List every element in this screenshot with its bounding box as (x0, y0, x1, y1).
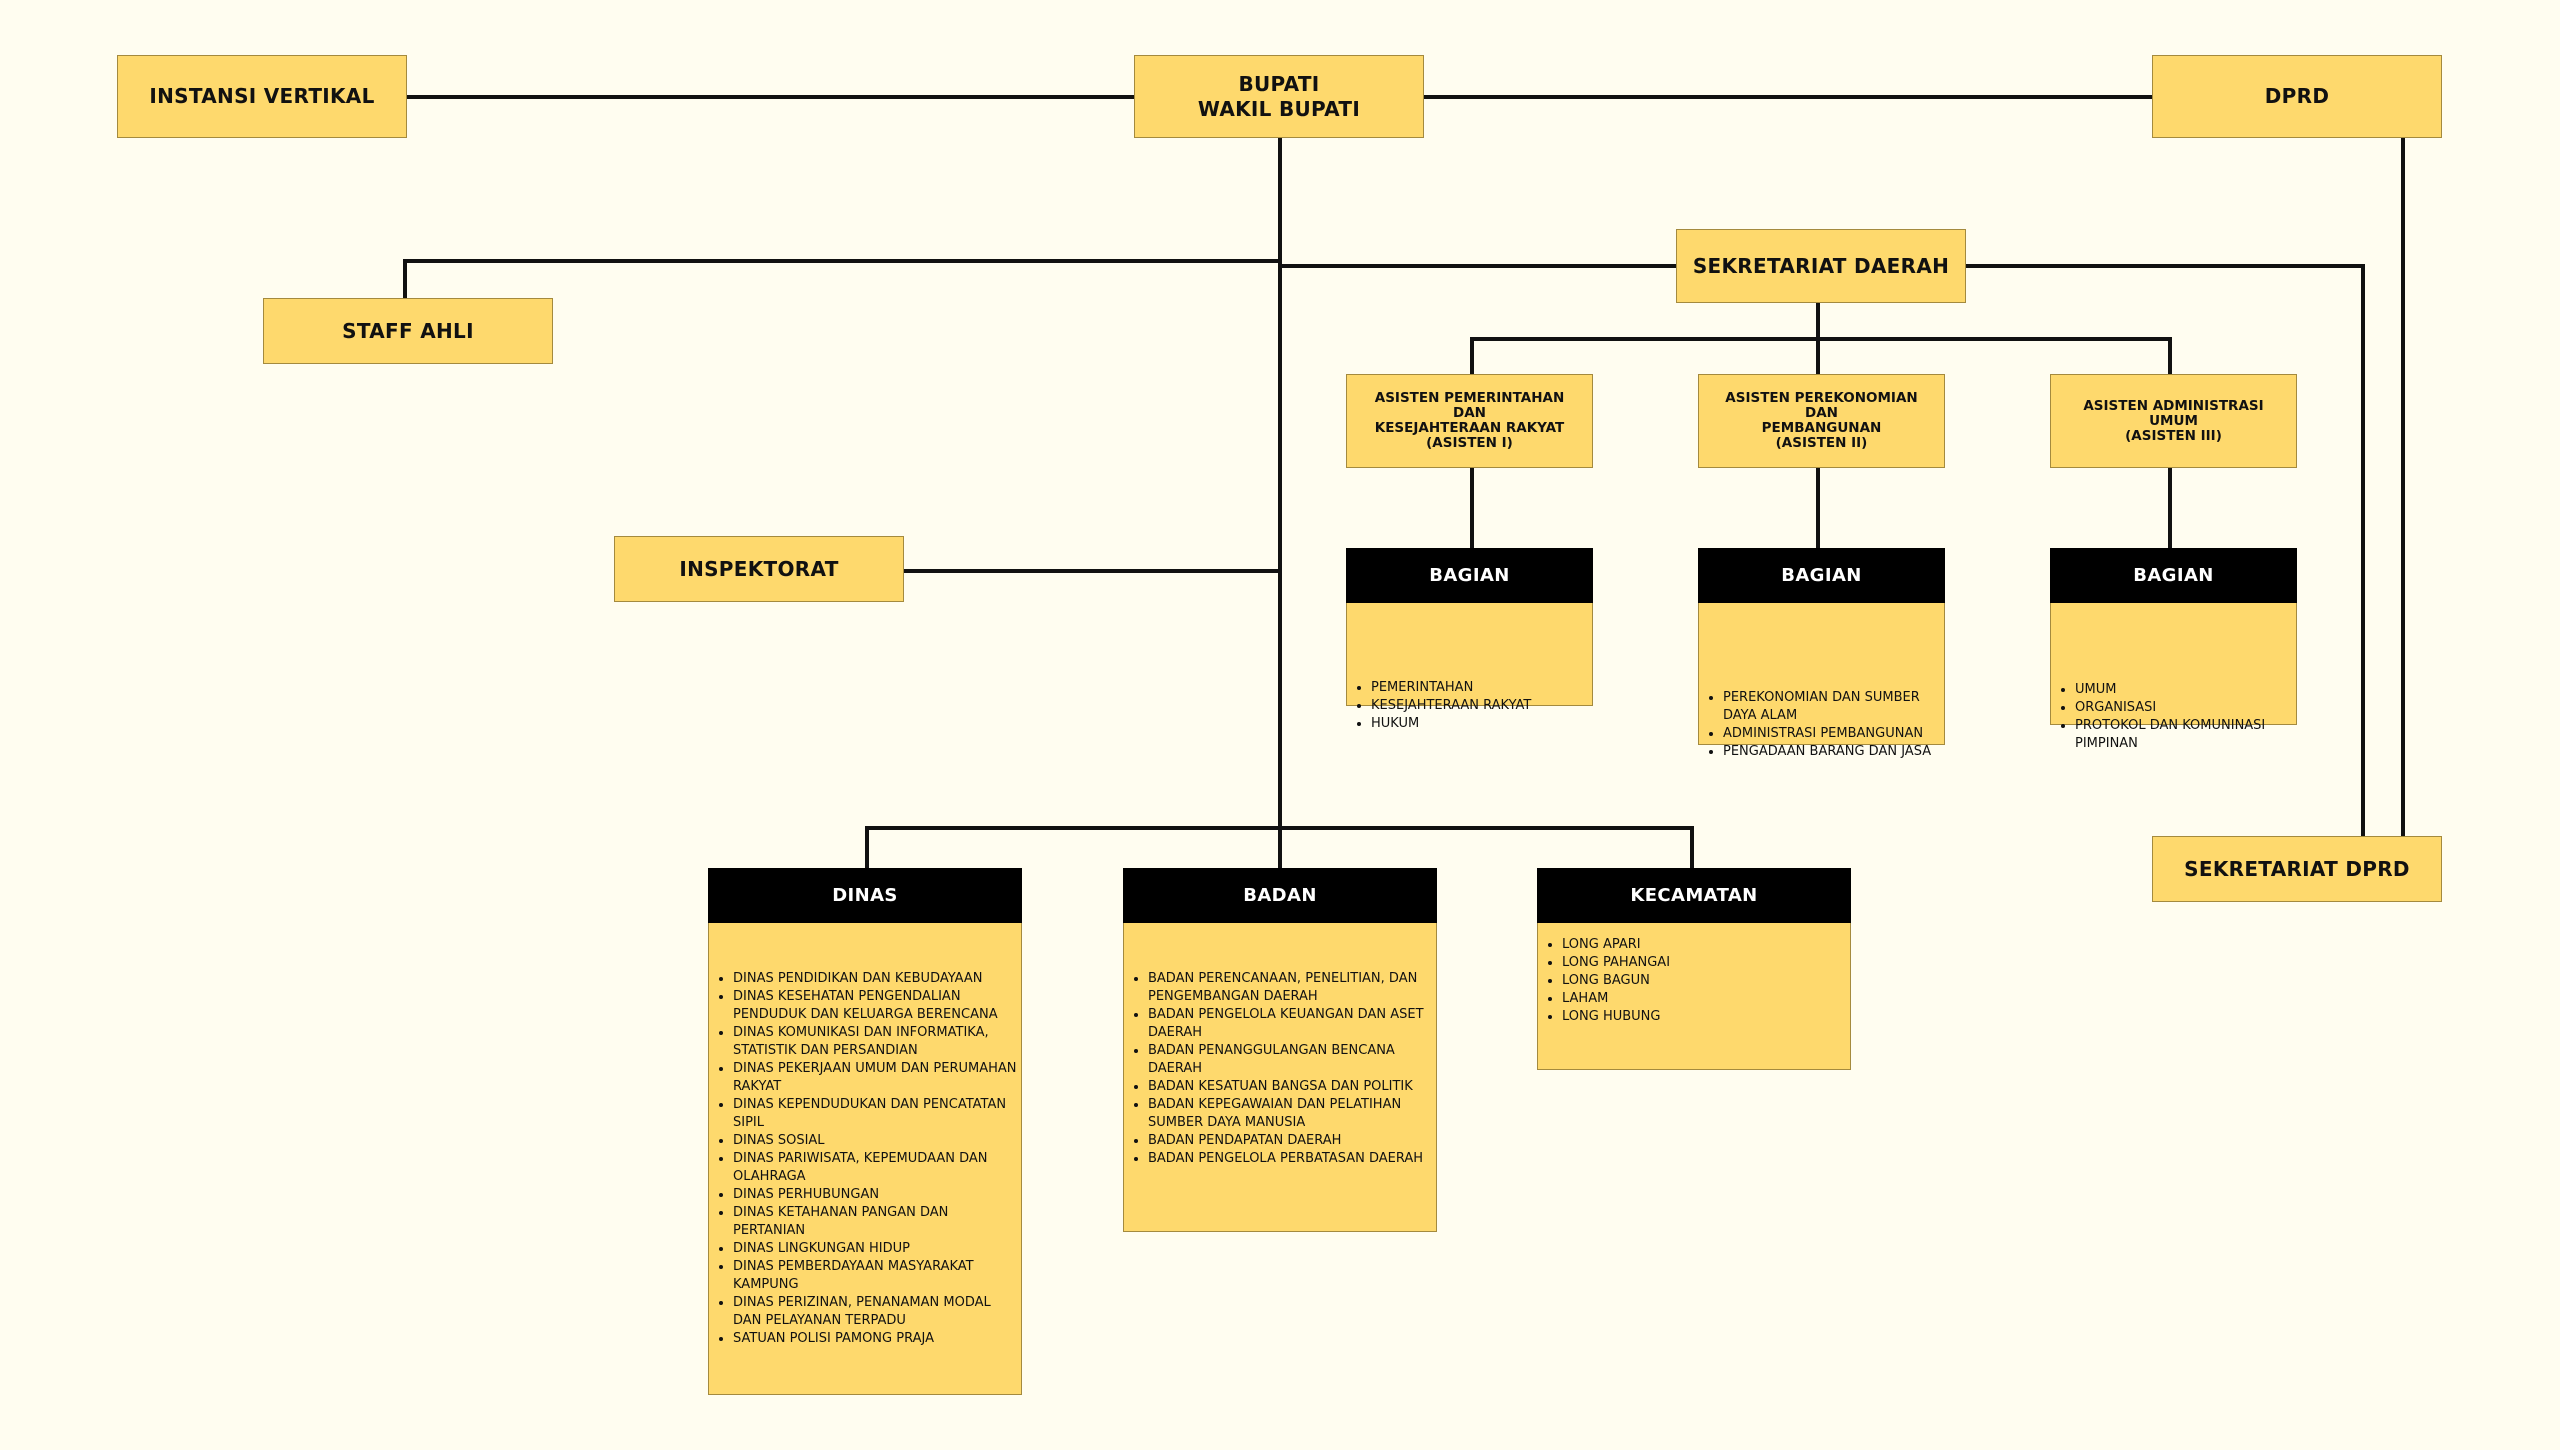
list-item: BADAN PENGELOLA PERBATASAN DAERAH (1148, 1150, 1436, 1168)
list-item: LONG HUBUNG (1562, 1008, 1850, 1026)
asisten-1-line-3: (ASISTEN I) (1426, 435, 1513, 451)
bagian-2-title: BAGIAN (1698, 548, 1945, 603)
staff-ahli-box: STAFF AHLI (263, 298, 553, 364)
list-item: KESEJAHTERAAN RAKYAT (1371, 697, 1592, 715)
list-item: DINAS KEPENDUDUKAN DAN PENCATATAN SIPIL (733, 1096, 1021, 1132)
inspektorat-label: INSPEKTORAT (679, 556, 839, 581)
bupati-label: BUPATI (1238, 71, 1320, 96)
list-item: DINAS KETAHANAN PANGAN DAN PERTANIAN (733, 1204, 1021, 1240)
sekretariat-dprd-label: SEKRETARIAT DPRD (2184, 856, 2410, 881)
list-item: DINAS PEMBERDAYAAN MASYARAKAT KAMPUNG (733, 1258, 1021, 1294)
list-item: BADAN PERENCANAAN, PENELITIAN, DAN PENGE… (1148, 970, 1436, 1006)
sekretariat-dprd-box: SEKRETARIAT DPRD (2152, 836, 2442, 902)
asisten-2-line-1: ASISTEN PEREKONOMIAN DAN (1725, 390, 1918, 421)
bagian-1-body: PEMERINTAHAN KESEJAHTERAAN RAKYAT HUKUM (1346, 603, 1593, 731)
bupati-box: BUPATI WAKIL BUPATI (1134, 55, 1424, 138)
badan-body: BADAN PERENCANAAN, PENELITIAN, DAN PENGE… (1123, 923, 1437, 1232)
sekretariat-daerah-label: SEKRETARIAT DAERAH (1692, 253, 1950, 278)
list-item: BADAN PENGELOLA KEUANGAN DAN ASET DAERAH (1148, 1006, 1436, 1042)
list-item: PROTOKOL DAN KOMUNINASI PIMPINAN (2075, 717, 2296, 753)
wakil-bupati-label: WAKIL BUPATI (1197, 96, 1361, 121)
list-item: LONG APARI (1562, 936, 1850, 954)
asisten-3-line-2: (ASISTEN III) (2125, 427, 2222, 444)
kecamatan-body: LONG APARI LONG PAHANGAI LONG BAGUN LAHA… (1537, 923, 1851, 1070)
bagian-3-body: UMUM ORGANISASI PROTOKOL DAN KOMUNINASI … (2050, 603, 2297, 751)
badan-title: BADAN (1123, 868, 1437, 923)
asisten-2-box: ASISTEN PEREKONOMIAN DAN PEMBANGUNAN (AS… (1698, 374, 1945, 468)
dinas-body: DINAS PENDIDIKAN DAN KEBUDAYAAN DINAS KE… (708, 923, 1022, 1395)
list-item: DINAS LINGKUNGAN HIDUP (733, 1240, 1021, 1258)
instansi-vertikal-box: INSTANSI VERTIKAL (117, 55, 407, 138)
asisten-2-line-3: (ASISTEN II) (1775, 435, 1868, 451)
list-item: UMUM (2075, 681, 2296, 699)
list-item: DINAS KESEHATAN PENGENDALIAN PENDUDUK DA… (733, 988, 1021, 1024)
bagian-3-title: BAGIAN (2050, 548, 2297, 603)
kecamatan-title: KECAMATAN (1537, 868, 1851, 923)
asisten-3-box: ASISTEN ADMINISTRASI UMUM (ASISTEN III) (2050, 374, 2297, 468)
list-item: BADAN PENDAPATAN DAERAH (1148, 1132, 1436, 1150)
inspektorat-box: INSPEKTORAT (614, 536, 904, 602)
list-item: DINAS KOMUNIKASI DAN INFORMATIKA, STATIS… (733, 1024, 1021, 1060)
list-item: DINAS PERIZINAN, PENANAMAN MODAL DAN PEL… (733, 1294, 1021, 1330)
bagian-1-title: BAGIAN (1346, 548, 1593, 603)
dprd-box: DPRD (2152, 55, 2442, 138)
list-item: PENGADAAN BARANG DAN JASA (1723, 743, 1944, 761)
asisten-1-box: ASISTEN PEMERINTAHAN DAN KESEJAHTERAAN R… (1346, 374, 1593, 468)
list-item: DINAS PERHUBUNGAN (733, 1186, 1021, 1204)
instansi-vertikal-label: INSTANSI VERTIKAL (149, 84, 375, 108)
bagian-3-card: BAGIAN UMUM ORGANISASI PROTOKOL DAN KOMU… (2050, 548, 2297, 751)
asisten-3-line-1: ASISTEN ADMINISTRASI UMUM (2083, 397, 2264, 429)
list-item: BADAN PENANGGULANGAN BENCANA DAERAH (1148, 1042, 1436, 1078)
list-item: DINAS PARIWISATA, KEPEMUDAAN DAN OLAHRAG… (733, 1150, 1021, 1186)
list-item: DINAS SOSIAL (733, 1132, 1021, 1150)
dinas-title: DINAS (708, 868, 1022, 923)
list-item: BADAN KESATUAN BANGSA DAN POLITIK (1148, 1078, 1436, 1096)
asisten-1-line-1: ASISTEN PEMERINTAHAN DAN (1374, 390, 1565, 421)
list-item: SATUAN POLISI PAMONG PRAJA (733, 1330, 1021, 1348)
sekretariat-daerah-box: SEKRETARIAT DAERAH (1676, 229, 1966, 303)
list-item: LONG PAHANGAI (1562, 954, 1850, 972)
list-item: PEMERINTAHAN (1371, 679, 1592, 697)
list-item: LONG BAGUN (1562, 972, 1850, 990)
kecamatan-card: KECAMATAN LONG APARI LONG PAHANGAI LONG … (1537, 868, 1851, 1070)
staff-ahli-label: STAFF AHLI (342, 318, 474, 343)
list-item: LAHAM (1562, 990, 1850, 1008)
list-item: ADMINISTRASI PEMBANGUNAN (1723, 725, 1944, 743)
dprd-label: DPRD (2264, 84, 2330, 108)
list-item: ORGANISASI (2075, 699, 2296, 717)
list-item: DINAS PEKERJAAN UMUM DAN PERUMAHAN RAKYA… (733, 1060, 1021, 1096)
list-item: BADAN KEPEGAWAIAN DAN PELATIHAN SUMBER D… (1148, 1096, 1436, 1132)
asisten-2-line-2: PEMBANGUNAN (1761, 420, 1882, 436)
connector-staff-ahli (403, 259, 1282, 300)
badan-card: BADAN BADAN PERENCANAAN, PENELITIAN, DAN… (1123, 868, 1437, 1232)
connector-sekda-sekdprd (1964, 264, 2365, 838)
dinas-card: DINAS DINAS PENDIDIKAN DAN KEBUDAYAAN DI… (708, 868, 1022, 1395)
bagian-2-body: PEREKONOMIAN DAN SUMBER DAYA ALAM ADMINI… (1698, 603, 1945, 759)
asisten-1-line-2: KESEJAHTERAAN RAKYAT (1374, 420, 1565, 436)
bagian-2-card: BAGIAN PEREKONOMIAN DAN SUMBER DAYA ALAM… (1698, 548, 1945, 759)
list-item: PEREKONOMIAN DAN SUMBER DAYA ALAM (1723, 689, 1944, 725)
list-item: DINAS PENDIDIKAN DAN KEBUDAYAAN (733, 970, 1021, 988)
list-item: HUKUM (1371, 715, 1592, 733)
bagian-1-card: BAGIAN PEMERINTAHAN KESEJAHTERAAN RAKYAT… (1346, 548, 1593, 731)
